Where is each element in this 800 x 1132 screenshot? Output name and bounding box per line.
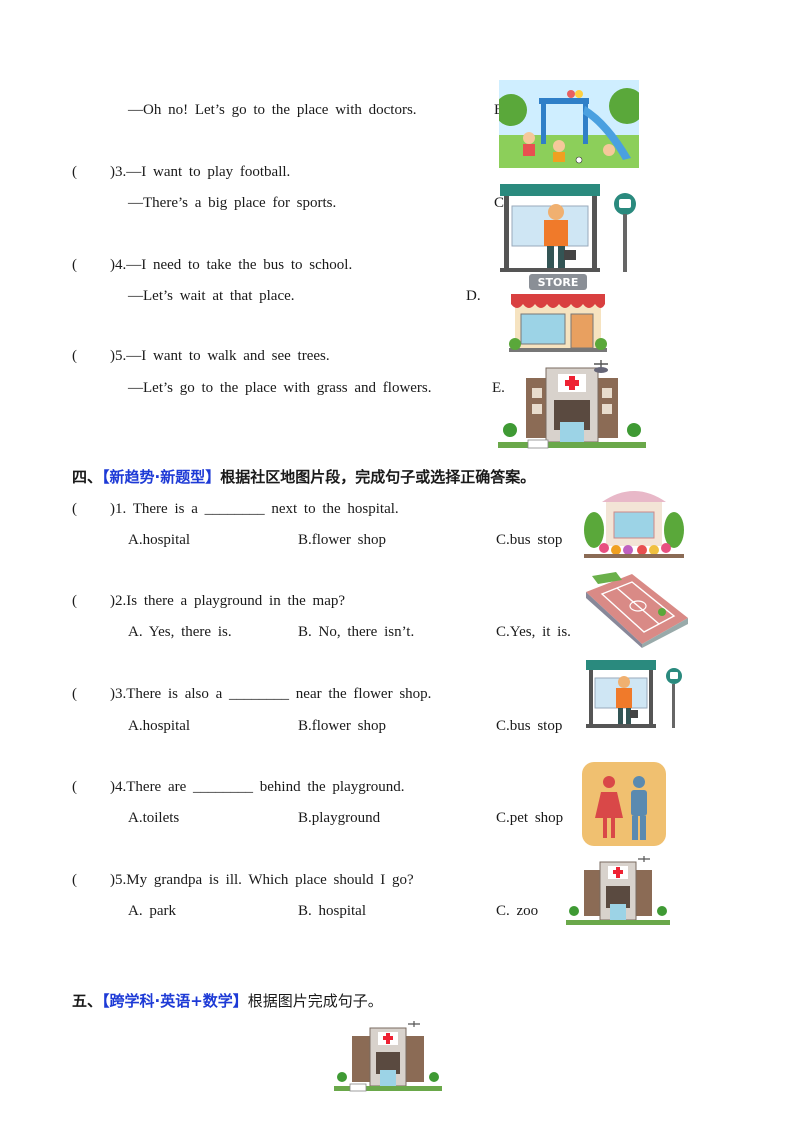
- p4-q3-option-c: C.bus stop: [496, 718, 563, 734]
- p4-q1-option-c: C.bus stop: [496, 532, 563, 548]
- p4-q2-bracket: (: [72, 593, 77, 609]
- p4-q5-option-a: A. park: [128, 903, 176, 919]
- p4-q5-option-c: C. zoo: [496, 903, 539, 919]
- part5-heading: 五、【跨学科·英语+数学】根据图片完成句子。: [72, 992, 383, 1010]
- bus-stop-picture-2: [586, 660, 686, 730]
- q3-answer-line: —There’s a big place for sports.: [128, 195, 337, 211]
- option-letter-d: D.: [466, 288, 481, 304]
- p4-q1-option-b: B.flower shop: [298, 532, 386, 548]
- store-picture: STORE: [507, 272, 607, 354]
- sports-court-picture: [582, 572, 692, 648]
- p4-q1-option-a: A.hospital: [128, 532, 191, 548]
- p4-q5-option-b: B. hospital: [298, 903, 367, 919]
- toilets-picture: [582, 762, 666, 846]
- p4-q3-bracket: (: [72, 686, 77, 702]
- part5-tag: 【跨学科·英语+数学】: [102, 992, 248, 1010]
- q2-answer-line: —Oh no! Let’s go to the place with docto…: [128, 102, 417, 118]
- part4-instruction: 根据社区地图片段，完成句子或选择正确答案。: [220, 468, 536, 486]
- p4-q5-bracket: (: [72, 872, 77, 888]
- hospital-picture-2: [566, 856, 670, 928]
- p4-q4-option-c: C.pet shop: [496, 810, 564, 826]
- q3-bracket: (: [72, 164, 77, 180]
- part4-heading: 四、【新趋势·新题型】根据社区地图片段，完成句子或选择正确答案。: [72, 468, 535, 486]
- p4-q2-option-a: A. Yes, there is.: [128, 624, 232, 640]
- flower-shop-picture: [584, 480, 684, 560]
- q5-answer-line: —Let’s go to the place with grass and fl…: [128, 380, 432, 396]
- p4-q5-stem: )5.My grandpa is ill. Which place should…: [110, 872, 414, 888]
- part5-instruction: 根据图片完成句子。: [247, 992, 383, 1010]
- part5-number: 五、: [72, 992, 103, 1010]
- p4-q3-option-a: A.hospital: [128, 718, 191, 734]
- p4-q4-stem: )4.There are ________ behind the playgro…: [110, 779, 405, 795]
- option-letter-e: E.: [492, 380, 505, 396]
- p4-q1-stem: )1. There is a ________ next to the hosp…: [110, 501, 399, 517]
- p4-q4-bracket: (: [72, 779, 77, 795]
- q4-question-line: )4.—I need to take the bus to school.: [110, 257, 353, 273]
- part4-number: 四、: [72, 468, 103, 486]
- hospital-picture: [498, 360, 646, 452]
- q5-bracket: (: [72, 348, 77, 364]
- p4-q2-option-b: B. No, there isn’t.: [298, 624, 415, 640]
- hospital-picture-3: [334, 1020, 442, 1094]
- p4-q2-stem: )2.Is there a playground in the map?: [110, 593, 346, 609]
- store-sign-text: STORE: [538, 276, 579, 289]
- p4-q4-option-a: A.toilets: [128, 810, 180, 826]
- bus-stop-picture: [500, 184, 640, 274]
- q3-question-line: )3.—I want to play football.: [110, 164, 291, 180]
- p4-q2-option-c: C.Yes, it is.: [496, 624, 571, 640]
- part4-tag: 【新趋势·新题型】: [102, 468, 221, 486]
- p4-q1-bracket: (: [72, 501, 77, 517]
- q5-question-line: )5.—I want to walk and see trees.: [110, 348, 330, 364]
- p4-q3-option-b: B.flower shop: [298, 718, 386, 734]
- q4-answer-line: —Let’s wait at that place.: [128, 288, 295, 304]
- p4-q3-stem: )3.There is also a ________ near the flo…: [110, 686, 432, 702]
- p4-q4-option-b: B.playground: [298, 810, 381, 826]
- q4-bracket: (: [72, 257, 77, 273]
- playground-picture: [499, 80, 639, 168]
